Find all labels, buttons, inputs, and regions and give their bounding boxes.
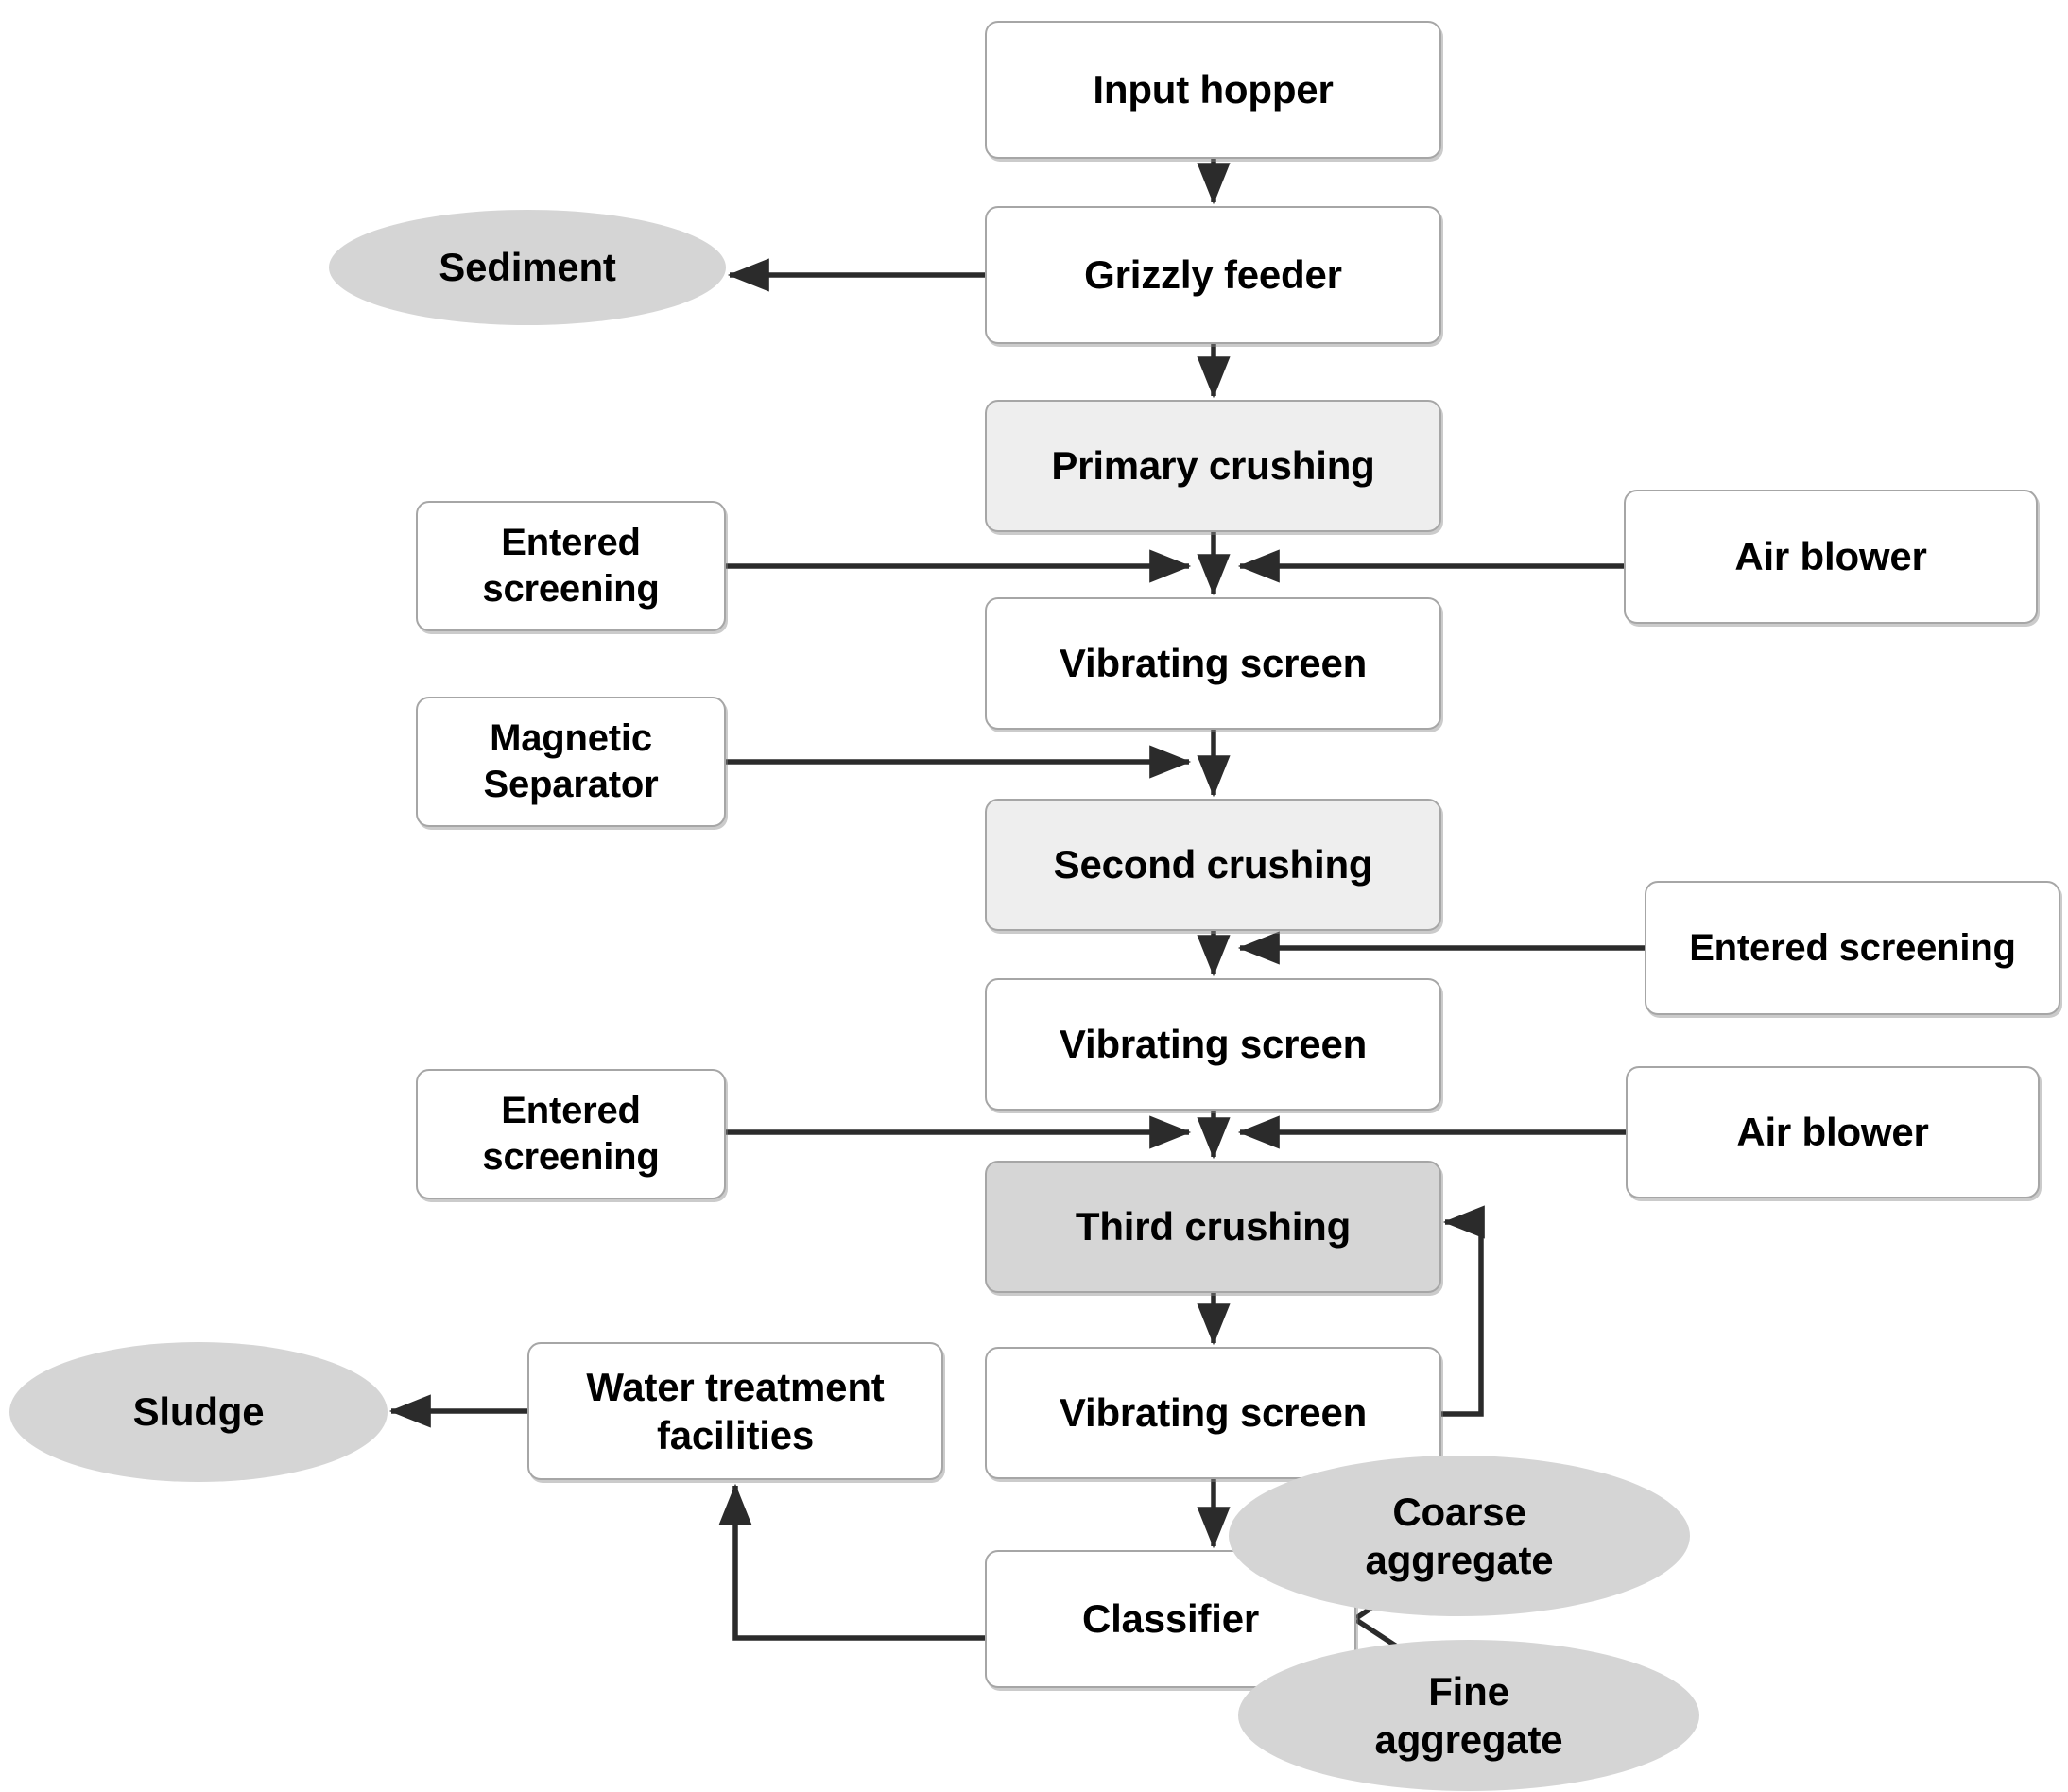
node-water-treatment-facilities-label: Water treatment facilities — [586, 1364, 885, 1457]
node-fine-aggregate-label: Fine aggregate — [1374, 1668, 1563, 1762]
node-coarse-aggregate-label: Coarse aggregate — [1365, 1489, 1554, 1582]
node-air-blower-2[interactable]: Air blower — [1626, 1066, 2040, 1198]
node-vibrating-screen-3-label: Vibrating screen — [1059, 1390, 1368, 1436]
node-grizzly-feeder[interactable]: Grizzly feeder — [985, 206, 1441, 344]
edge-classifier-to-water-treatment — [718, 1483, 985, 1641]
node-third-crushing-label: Third crushing — [1075, 1204, 1352, 1249]
node-second-crushing[interactable]: Second crushing — [985, 799, 1441, 931]
node-entered-screening-3[interactable]: Entered screening — [416, 1069, 726, 1199]
node-sediment-label: Sediment — [439, 245, 616, 290]
node-vibrating-screen-2[interactable]: Vibrating screen — [985, 978, 1441, 1111]
node-entered-screening-1[interactable]: Entered screening — [416, 501, 726, 631]
node-input-hopper[interactable]: Input hopper — [985, 21, 1441, 159]
node-entered-screening-3-label: Entered screening — [482, 1090, 660, 1178]
node-grizzly-feeder-label: Grizzly feeder — [1084, 252, 1342, 298]
node-input-hopper-label: Input hopper — [1093, 67, 1334, 112]
node-vibrating-screen-3[interactable]: Vibrating screen — [985, 1347, 1441, 1479]
node-magnetic-separator-label: Magnetic Separator — [483, 717, 659, 805]
node-air-blower-2-label: Air blower — [1736, 1110, 1929, 1155]
node-classifier-label: Classifier — [1081, 1596, 1260, 1642]
node-coarse-aggregate[interactable]: Coarse aggregate — [1229, 1456, 1690, 1616]
node-air-blower-1-label: Air blower — [1734, 534, 1927, 579]
edge-vs3-feedback-to-third — [1441, 1205, 1485, 1417]
node-vibrating-screen-1-label: Vibrating screen — [1059, 641, 1368, 686]
node-magnetic-separator[interactable]: Magnetic Separator — [416, 697, 726, 827]
node-vibrating-screen-1[interactable]: Vibrating screen — [985, 597, 1441, 730]
node-entered-screening-1-label: Entered screening — [482, 522, 660, 610]
node-third-crushing[interactable]: Third crushing — [985, 1161, 1441, 1293]
node-sludge-label: Sludge — [132, 1389, 265, 1435]
node-entered-screening-2-label: Entered screening — [1689, 926, 2016, 969]
node-primary-crushing[interactable]: Primary crushing — [985, 400, 1441, 532]
node-primary-crushing-label: Primary crushing — [1051, 443, 1375, 489]
node-entered-screening-2[interactable]: Entered screening — [1645, 881, 2060, 1015]
node-sludge[interactable]: Sludge — [9, 1342, 388, 1482]
node-air-blower-1[interactable]: Air blower — [1624, 490, 2038, 624]
node-sediment[interactable]: Sediment — [329, 210, 726, 325]
node-fine-aggregate[interactable]: Fine aggregate — [1238, 1640, 1699, 1791]
node-second-crushing-label: Second crushing — [1053, 842, 1373, 887]
node-vibrating-screen-2-label: Vibrating screen — [1059, 1022, 1368, 1067]
node-water-treatment-facilities[interactable]: Water treatment facilities — [527, 1342, 943, 1480]
